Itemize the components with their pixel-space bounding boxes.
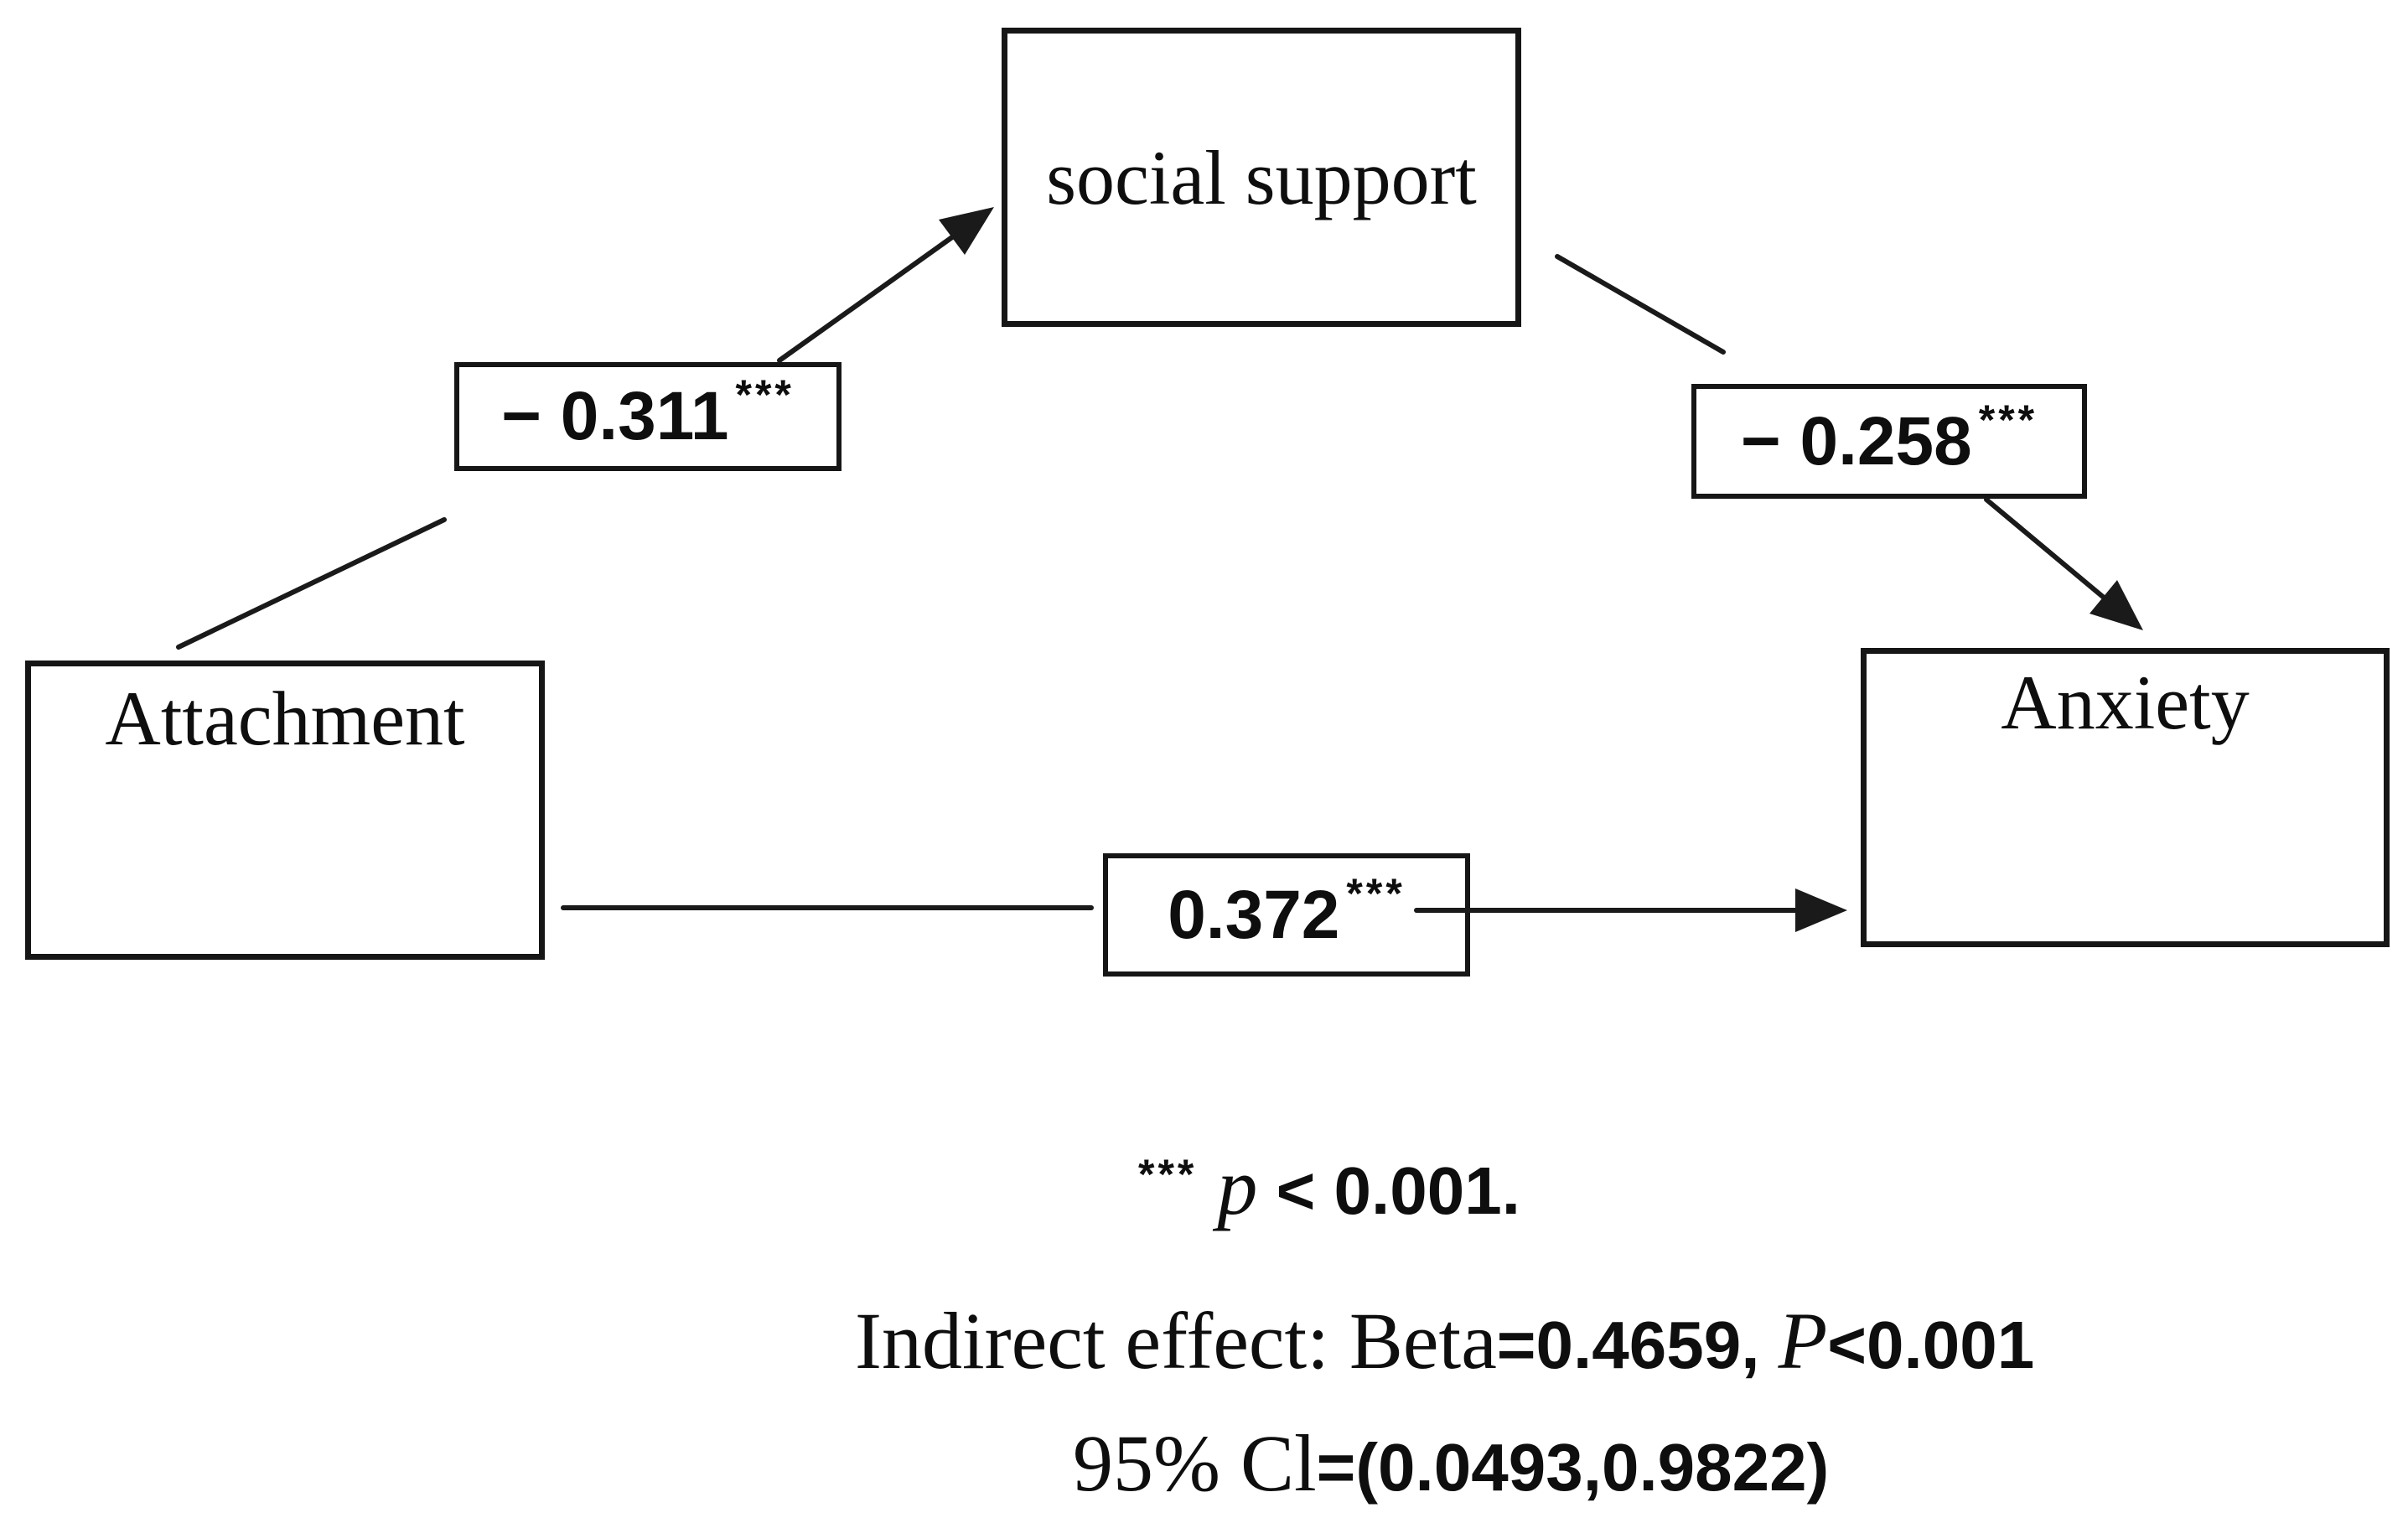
path-a-line-lower <box>176 517 447 650</box>
significance-note-threshold: < 0.001. <box>1257 1153 1520 1228</box>
path-c-arrowhead <box>1795 889 1847 932</box>
path-b-stars: *** <box>1978 396 2038 443</box>
path-b-arrowhead <box>2090 580 2143 630</box>
path-a-arrowhead <box>939 207 994 255</box>
path-b-line-upper <box>1555 254 1726 355</box>
path-a-coefficient: − 0.311 <box>501 378 729 454</box>
path-b-coefficient-box: − 0.258*** <box>1691 384 2087 499</box>
significance-note-stars: *** <box>1138 1151 1198 1198</box>
node-anxiety: Anxiety <box>1861 648 2390 947</box>
confidence-interval-value: =(0.0493,0.9822) <box>1316 1430 1830 1505</box>
indirect-effect-p-value: <0.001 <box>1827 1308 2035 1382</box>
node-social-support: social support <box>1002 28 1521 327</box>
path-b-coefficient: − 0.258 <box>1740 402 1972 479</box>
indirect-effect-p-symbol: P <box>1778 1296 1828 1386</box>
confidence-interval-note: 95% Cl=(0.0493,0.9822) <box>1073 1423 1829 1504</box>
node-anxiety-label: Anxiety <box>2001 660 2250 745</box>
confidence-interval-label: 95% Cl <box>1073 1418 1317 1508</box>
path-c-coefficient-box: 0.372*** <box>1103 853 1470 977</box>
path-c-stars: *** <box>1346 869 1406 917</box>
node-social-support-label: social support <box>1046 134 1477 220</box>
indirect-effect-label: Indirect effect: Beta <box>855 1296 1497 1386</box>
significance-note-p-symbol: p <box>1217 1142 1258 1231</box>
node-attachment-label: Attachment <box>105 676 465 761</box>
indirect-effect-beta-value: =0.4659, <box>1496 1308 1779 1382</box>
significance-note: ***p < 0.001. <box>1138 1147 1520 1227</box>
node-attachment: Attachment <box>25 661 545 960</box>
path-a-coefficient-box: − 0.311*** <box>454 362 842 471</box>
path-a-line-upper <box>777 235 955 363</box>
path-b-line-lower <box>1984 497 2105 599</box>
path-a-stars: *** <box>735 371 795 418</box>
indirect-effect-note: Indirect effect: Beta=0.4659, P<0.001 <box>855 1301 2034 1381</box>
path-c-coefficient: 0.372 <box>1168 876 1340 953</box>
